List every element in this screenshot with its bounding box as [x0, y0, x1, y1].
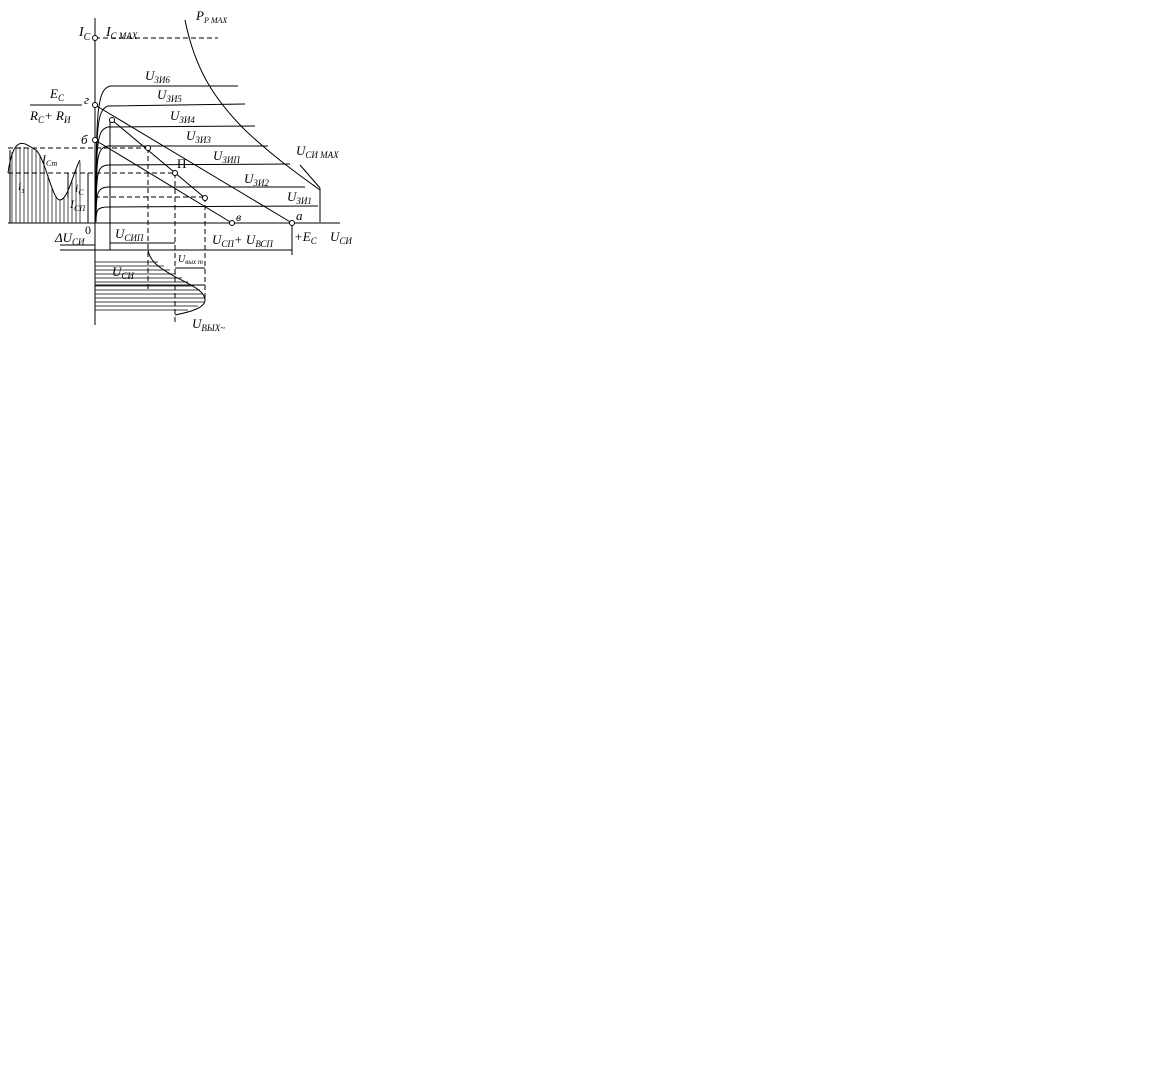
usp-plus-label: UСП+ UВСП [212, 232, 273, 249]
output-voltage-waveform [95, 249, 206, 316]
pp-max-label: PР МАХ [195, 8, 228, 25]
icp-label: IСП [69, 197, 86, 213]
curve-uzi2 [95, 186, 305, 223]
point-b2 [109, 117, 115, 123]
curve-label-uzip: UЗИП [213, 148, 240, 165]
delta-usi-label: ΔUСИ [54, 230, 85, 247]
point-p [172, 170, 178, 176]
point-g-label: г [84, 92, 89, 107]
point-g [92, 102, 98, 108]
point-b [92, 137, 98, 143]
usi-label: UСИ [112, 264, 134, 281]
fraction-numerator: EC [49, 86, 65, 103]
ic-max-label: IС МАХ [105, 25, 138, 41]
fraction-denominator: RC+ RИ [29, 108, 71, 125]
icm-label: ICm [41, 152, 57, 168]
curve-label-uzi1: UЗИ1 [287, 189, 312, 206]
curve-uzi1 [95, 205, 319, 223]
ic-max-point [92, 35, 98, 41]
point-v [229, 220, 235, 226]
load-line-short [111, 119, 206, 199]
curve-label-uzi4: UЗИ4 [170, 108, 195, 125]
curve-label-uzi2: UЗИ2 [244, 171, 269, 188]
dimension-arrows [60, 242, 292, 286]
y-axis-label: IC [78, 25, 91, 43]
curve-label-uzi5: UЗИ5 [157, 87, 182, 104]
curve-label-uzi6: UЗИ6 [145, 68, 170, 85]
usi-max-label: UСИ МАХ [296, 143, 339, 160]
point-a [289, 220, 295, 226]
point-v2 [202, 195, 208, 201]
ec-label: +EC [294, 229, 318, 246]
input-current-waveform [7, 142, 89, 223]
load-line-ac [94, 104, 293, 224]
uvyx-label: UВЫХ~ [192, 316, 225, 333]
iz-label: iз [18, 179, 24, 195]
point-p-label: П [177, 156, 186, 171]
point-v-label: в [236, 210, 241, 224]
usip-label: UСИП [115, 226, 144, 243]
point-a-label: а [296, 208, 303, 223]
usi-max-leader [299, 164, 321, 189]
point-3 [145, 145, 151, 151]
ic-label: iC [75, 181, 84, 197]
power-limit-curve [184, 19, 321, 191]
point-b-label: б [81, 132, 88, 147]
x-axis-label: UСИ [330, 229, 352, 246]
curve-uzip [95, 163, 291, 223]
load-line-dc [94, 139, 233, 224]
curve-label-uzi3: UЗИ3 [186, 128, 211, 145]
uvyxm-label: Uвых m [178, 254, 203, 266]
origin-label: 0 [85, 223, 91, 237]
